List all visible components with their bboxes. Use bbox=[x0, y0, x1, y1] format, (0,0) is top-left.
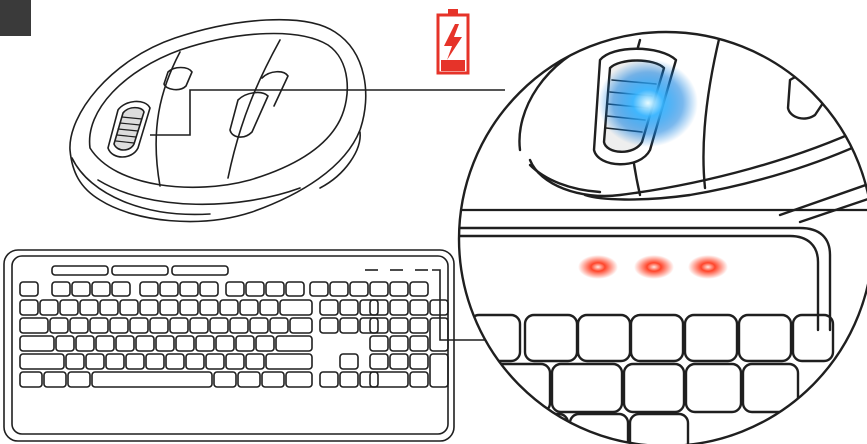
keyboard-icon bbox=[4, 250, 454, 441]
step-badge-bg bbox=[0, 0, 31, 36]
keyboard-led-1 bbox=[578, 255, 618, 279]
keyboard-led-3 bbox=[688, 255, 728, 279]
low-battery-charging-icon bbox=[438, 9, 468, 73]
wireless-mouse-icon bbox=[70, 20, 366, 222]
mouse-scroll-led bbox=[598, 59, 698, 147]
keyboard-led-2 bbox=[634, 255, 674, 279]
magnifier-lens-icon bbox=[459, 29, 867, 444]
